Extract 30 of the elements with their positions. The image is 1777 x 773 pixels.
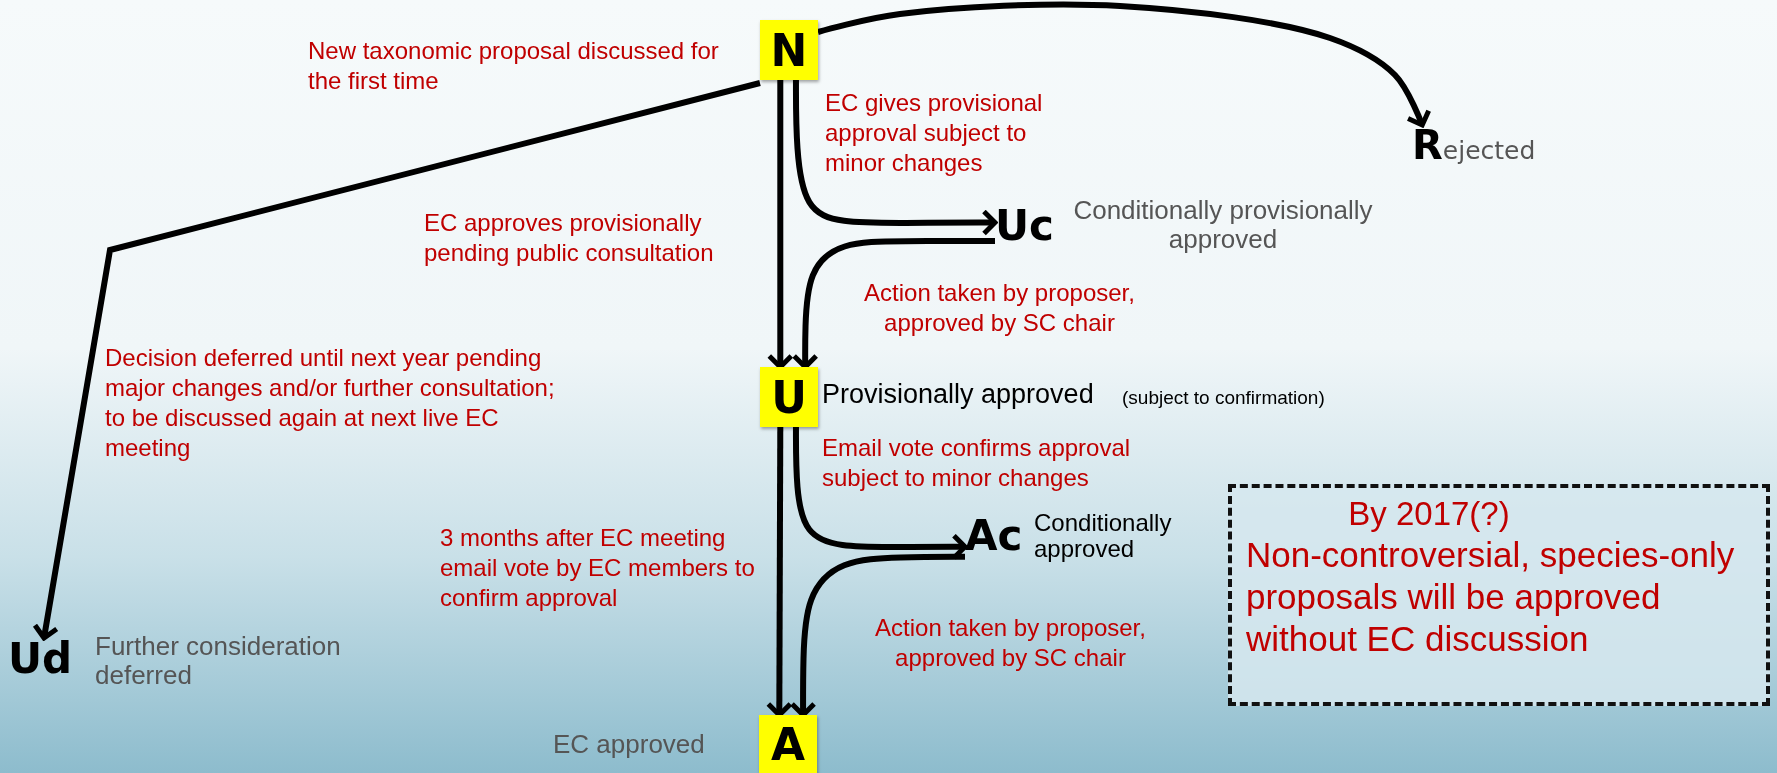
state-label: Rejected bbox=[1412, 125, 1540, 165]
note-text: Non-controversial, species-only proposals will be approved without EC discussion bbox=[1246, 533, 1736, 660]
state-box: U bbox=[760, 367, 818, 427]
edge-label: Action taken by proposer, approved by SC chair bbox=[863, 278, 1136, 338]
edge-label: Decision deferred until next year pending major changes and/or further consultation; to be discussed again at next live EC meeting bbox=[105, 343, 556, 463]
arrow bbox=[789, 553, 965, 718]
arrow bbox=[766, 80, 794, 370]
state-caption: Conditionally approved bbox=[1034, 510, 1173, 563]
edge-label: EC gives provisional approval subject to minor changes bbox=[825, 88, 1044, 178]
state-caption: Conditionally provisionally approved bbox=[1072, 196, 1374, 254]
state-box: N bbox=[760, 20, 818, 80]
edge-label: EC approves provisionally pending public consultation bbox=[424, 208, 715, 268]
state-caption: Further consideration deferred bbox=[95, 632, 342, 690]
state-code: Uc bbox=[995, 205, 1059, 251]
state-code: Ud bbox=[8, 638, 80, 682]
arrow bbox=[32, 80, 761, 641]
edge-label: Action taken by proposer, approved by SC chair bbox=[874, 613, 1147, 673]
state-code: Ac bbox=[965, 515, 1027, 559]
edge-label: Email vote confirms approval subject to minor changes bbox=[822, 433, 1132, 493]
arrow bbox=[791, 237, 995, 370]
state-caption: (subject to confirmation) bbox=[1122, 388, 1326, 409]
state-box: A bbox=[759, 715, 817, 773]
edge-label: 3 months after EC meeting email vote by EC members to confirm approval bbox=[440, 523, 756, 613]
arrow bbox=[817, 1, 1432, 128]
state-caption: New taxonomic proposal discussed for the first time bbox=[308, 36, 720, 96]
arrow bbox=[765, 427, 793, 718]
arrow bbox=[792, 80, 998, 237]
state-caption: EC approved bbox=[553, 730, 706, 759]
state-caption: Provisionally approved bbox=[822, 380, 1095, 410]
note-box bbox=[1228, 484, 1770, 706]
